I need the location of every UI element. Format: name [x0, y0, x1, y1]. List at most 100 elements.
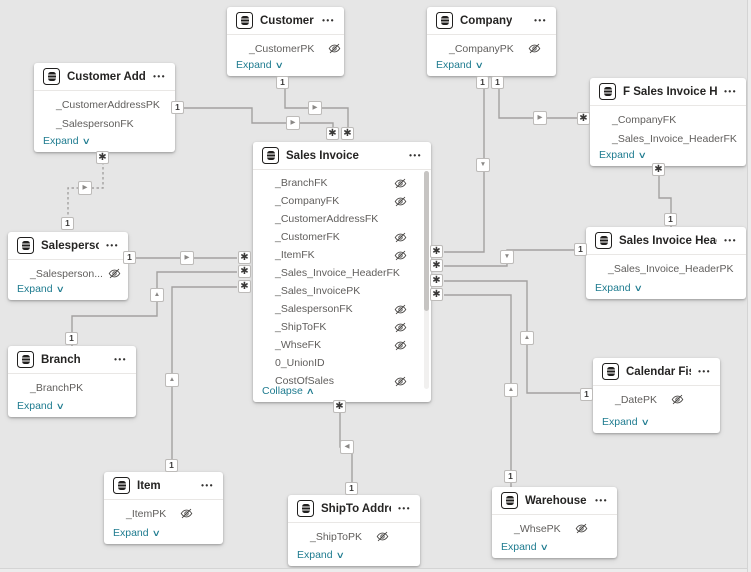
cardinality-one-marker: 1 [61, 217, 74, 230]
expand-label: Expand [501, 541, 537, 553]
field-row[interactable]: _WhsePK [500, 519, 609, 538]
filter-arrow-up-icon: ▲ [520, 331, 534, 345]
expand-button[interactable]: Expand ∨ [113, 527, 161, 539]
table-card-f-sales-invoice-header[interactable]: F Sales Invoice Header ••• _CompanyFK _S… [590, 78, 746, 166]
expand-button[interactable]: Expand ∨ [436, 59, 484, 71]
chevron-down-icon: ∨ [637, 150, 647, 160]
table-card-branch[interactable]: Branch ••• _BranchPK Expand ∨ [8, 346, 136, 417]
expand-button[interactable]: Expand ∨ [501, 541, 549, 553]
field-row[interactable]: _CustomerAddressFK [261, 210, 423, 228]
table-card-warehouse[interactable]: Warehouse ••• _WhsePK Expand ∨ [492, 487, 617, 558]
field-row[interactable]: _Salesperson... [16, 264, 121, 283]
table-card-company[interactable]: Company ••• _CompanyPK Expand ∨ [427, 7, 556, 76]
field-row[interactable]: _SalespersonFK [261, 300, 423, 318]
cardinality-many-marker: ✱ [430, 245, 443, 258]
chevron-up-icon: ∧ [305, 386, 315, 396]
cardinality-many-marker: ✱ [326, 127, 339, 140]
field-row[interactable]: _ItemPK [112, 504, 215, 523]
more-menu-icon[interactable]: ••• [409, 151, 422, 160]
field-row[interactable]: _BranchPK [16, 378, 128, 397]
relationship-line-company-fsalesinvoiceheader[interactable] [498, 76, 584, 119]
table-title: Sales Invoice Header [619, 234, 717, 247]
field-row[interactable]: _DatePK [601, 390, 712, 409]
table-card-sales-invoice-header[interactable]: Sales Invoice Header ••• _Sales_Invoice_… [586, 227, 746, 299]
field-row[interactable]: _Sales_Invoice_HeaderFK [261, 264, 423, 282]
eye-off-icon [376, 531, 389, 542]
relationship-line-branch-salesinvoice[interactable] [71, 271, 237, 346]
expand-button[interactable]: Expand ∨ [599, 149, 647, 161]
canvas-scrollbar-vertical[interactable] [747, 0, 751, 572]
expand-button[interactable]: Expand ∨ [602, 416, 650, 428]
field-row[interactable]: _ItemFK [261, 246, 423, 264]
expand-label: Expand [236, 59, 272, 71]
table-card-sales-invoice[interactable]: Sales Invoice ••• _BranchFK _CompanyFK _… [253, 142, 431, 402]
field-row[interactable]: _Sales_Invoice_HeaderPK [594, 259, 738, 278]
filter-arrow-right-icon: ▶ [533, 111, 547, 125]
table-card-item[interactable]: Item ••• _ItemPK Expand ∨ [104, 472, 223, 544]
expand-button[interactable]: Expand ∨ [595, 282, 643, 294]
expand-button[interactable]: Expand ∨ [43, 135, 91, 147]
field-row[interactable]: _CompanyFK [261, 192, 423, 210]
table-card-shipto-address[interactable]: ShipTo Address ••• _ShipToPK Expand ∨ [288, 495, 420, 566]
scrollbar-thumb[interactable] [424, 171, 429, 311]
relationship-line-salesinvoiceheader-fsalesinvoiceheader[interactable] [658, 166, 672, 227]
field-row[interactable]: _Sales_Invoice_HeaderFK [598, 129, 738, 148]
more-menu-icon[interactable]: ••• [106, 241, 119, 250]
expand-button[interactable]: Expand ∨ [236, 59, 284, 71]
more-menu-icon[interactable]: ••• [698, 367, 711, 376]
field-row[interactable]: _ShipToFK [261, 318, 423, 336]
more-menu-icon[interactable]: ••• [534, 16, 547, 25]
more-menu-icon[interactable]: ••• [114, 355, 127, 364]
relationship-line-customeraddress-salesinvoice[interactable] [177, 107, 334, 127]
field-row[interactable]: _Sales_InvoicePK [261, 282, 423, 300]
table-header: Customer Address ••• [34, 63, 175, 91]
table-icon [501, 492, 518, 509]
filter-arrow-right-icon: ▶ [180, 251, 194, 265]
expand-button[interactable]: Expand ∨ [297, 549, 345, 561]
table-scrollbar[interactable] [424, 171, 429, 389]
field-name: _WhseFK [275, 339, 322, 351]
field-name: _CompanyPK [449, 42, 514, 55]
relationship-line-item-salesinvoice[interactable] [171, 286, 237, 472]
field-name: _CompanyFK [275, 195, 340, 207]
more-menu-icon[interactable]: ••• [153, 72, 166, 81]
eye-off-icon [394, 340, 407, 350]
more-menu-icon[interactable]: ••• [724, 236, 737, 245]
table-title: Branch [41, 353, 81, 366]
expand-label: Expand [595, 282, 631, 294]
relationship-line-company-salesinvoice[interactable] [444, 76, 485, 253]
cardinality-many-marker: ✱ [430, 259, 443, 272]
more-menu-icon[interactable]: ••• [595, 496, 608, 505]
field-name: 0_UnionID [275, 357, 325, 369]
expand-button[interactable]: Expand ∨ [17, 283, 65, 295]
cardinality-one-marker: 1 [65, 332, 78, 345]
table-card-customer[interactable]: Customer ••• _CustomerPK Expand ∨ [227, 7, 344, 76]
expand-button[interactable]: Expand ∨ [17, 400, 65, 412]
table-card-customer-address[interactable]: Customer Address ••• _CustomerAddressPK … [34, 63, 175, 152]
field-list: _WhsePK [492, 515, 617, 538]
field-name: _CustomerPK [249, 42, 315, 55]
field-row[interactable]: CostOfSales [261, 372, 423, 390]
collapse-button[interactable]: Collapse ∧ [262, 385, 315, 397]
more-menu-icon[interactable]: ••• [398, 504, 411, 513]
table-card-salesperson[interactable]: Salesperson ••• _Salesperson... Expand ∨ [8, 232, 128, 300]
canvas-scrollbar-horizontal[interactable] [0, 568, 748, 572]
field-row[interactable]: 0_UnionID [261, 354, 423, 372]
field-row[interactable]: _ShipToPK [296, 527, 412, 546]
table-icon [602, 363, 619, 380]
field-row[interactable]: _SalespersonFK [42, 114, 167, 133]
field-row[interactable]: _CustomerPK [235, 39, 341, 58]
field-row[interactable]: _BranchFK [261, 174, 423, 192]
relationship-line-warehouse-salesinvoice[interactable] [444, 294, 512, 487]
field-row[interactable]: _CompanyPK [435, 39, 548, 58]
table-card-calendar-fiscal[interactable]: Calendar Fiscal ••• _DatePK Expand ∨ [593, 358, 720, 433]
field-row[interactable]: _CustomerFK [261, 228, 423, 246]
more-menu-icon[interactable]: ••• [322, 16, 335, 25]
more-menu-icon[interactable]: ••• [201, 481, 214, 490]
relationship-line-calendarfiscal-salesinvoice[interactable] [444, 280, 592, 394]
field-row[interactable]: _CompanyFK [598, 110, 738, 129]
field-row[interactable]: _WhseFK [261, 336, 423, 354]
table-title: Company [460, 14, 513, 27]
field-row[interactable]: _CustomerAddressPK [42, 95, 167, 114]
more-menu-icon[interactable]: ••• [724, 87, 737, 96]
